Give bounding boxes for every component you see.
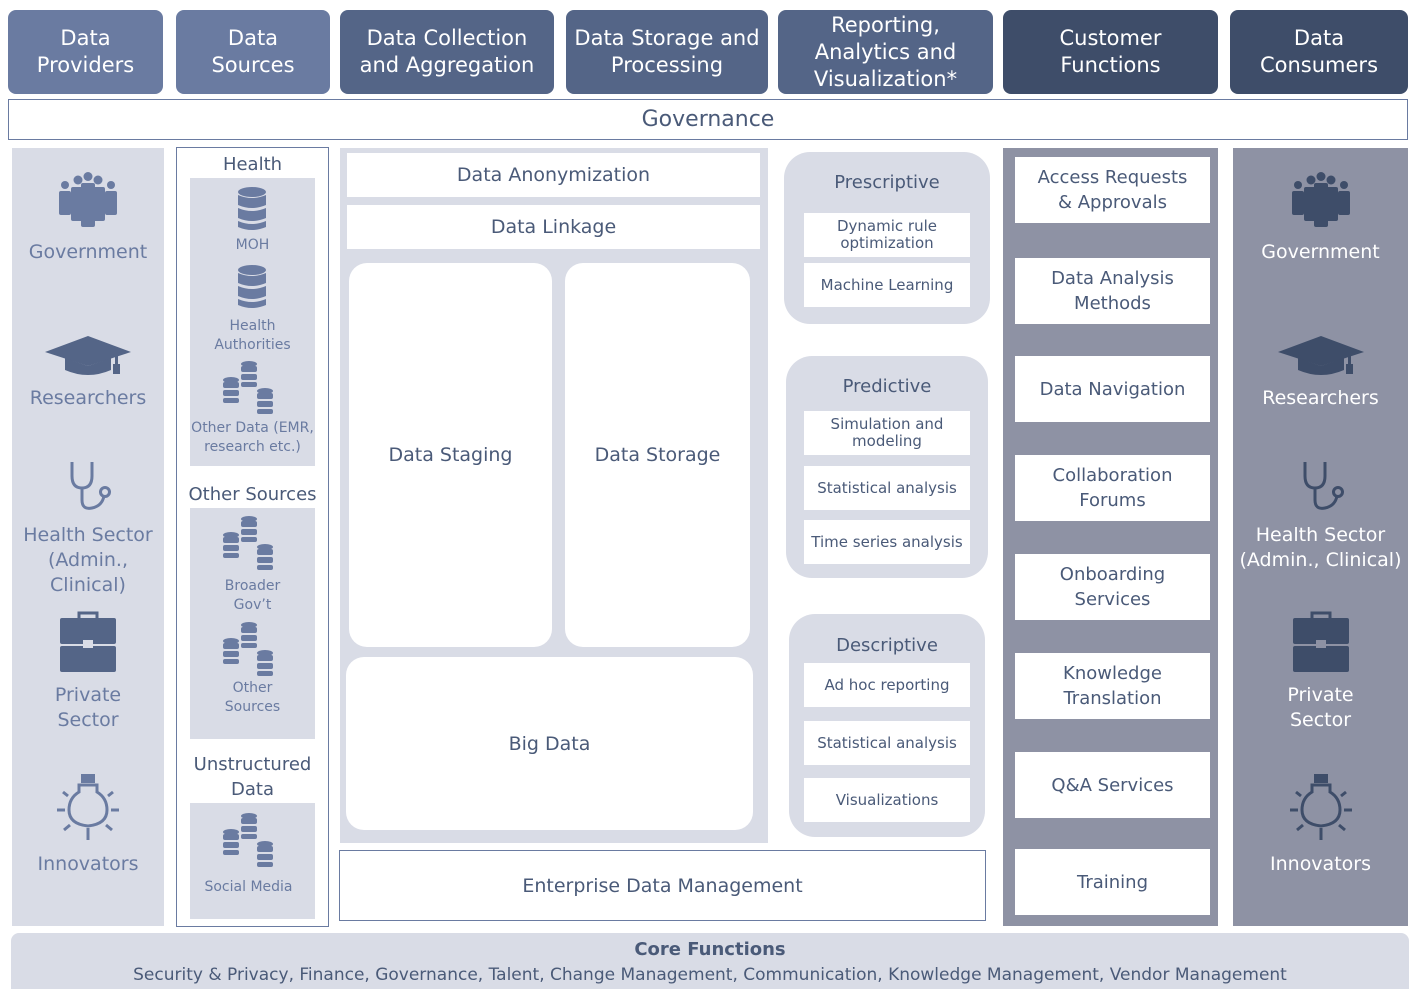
analytics-item: Machine Learning: [804, 263, 970, 307]
graduation-cap-icon: [1233, 336, 1408, 376]
customer-function-box: Training: [1015, 849, 1210, 915]
consumers-column: Government Researchers Health Sector (Ad…: [1233, 148, 1408, 926]
databases-icon: [222, 360, 276, 420]
source-health-authorities: Health Authorities: [214, 318, 291, 353]
analytics-item: Statistical analysis: [804, 466, 970, 510]
source-other-sources: Other Sources: [224, 680, 281, 715]
unstructured-data-title: Unstructured Data: [193, 754, 312, 800]
stethoscope-icon: [1233, 458, 1408, 514]
health-sources-title: Health: [222, 154, 283, 175]
unstructured-sources-panel: Social Media: [190, 803, 315, 919]
consumer-label-health-sector: Health Sector (Admin., Clinical): [1239, 524, 1402, 571]
provider-label-health-sector: Health Sector (Admin., Clinical): [23, 524, 153, 596]
data-staging-box: Data Staging: [349, 263, 552, 647]
lightbulb-icon: [1233, 772, 1408, 842]
databases-icon: [222, 621, 276, 683]
stethoscope-icon: [12, 458, 164, 514]
provider-label-government: Government: [28, 241, 148, 263]
core-functions-bar: Core Functions Security & Privacy, Finan…: [11, 933, 1409, 989]
provider-label-private-sector: Private Sector: [54, 684, 122, 731]
consumer-label-private-sector: Private Sector: [1287, 684, 1354, 731]
analytics-item: Statistical analysis: [804, 721, 970, 765]
providers-column: Government Researchers Health Sector (Ad…: [12, 148, 164, 926]
prescriptive-panel: Prescriptive Dynamic rule optimization M…: [784, 152, 990, 324]
data-linkage-box: Data Linkage: [347, 205, 760, 249]
source-moh: MOH: [235, 237, 270, 253]
collection-storage-panel: Data Anonymization Data Linkage Data Sta…: [340, 148, 768, 843]
core-functions-title: Core Functions: [634, 939, 786, 960]
source-broader-govt: Broader Gov’t: [224, 578, 281, 613]
customer-function-box: Access Requests & Approvals: [1015, 157, 1210, 223]
provider-label-innovators: Innovators: [37, 853, 139, 875]
customer-function-box: Knowledge Translation: [1015, 653, 1210, 719]
briefcase-icon: [12, 610, 164, 672]
enterprise-data-management-box: Enterprise Data Management: [339, 850, 986, 921]
other-sources-panel: Broader Gov’t Other Sources: [190, 508, 315, 739]
other-sources-title: Other Sources: [188, 484, 317, 505]
analytics-item: Time series analysis: [804, 520, 970, 564]
consumer-label-innovators: Innovators: [1270, 853, 1371, 875]
prescriptive-title: Prescriptive: [834, 172, 940, 193]
databases-icon: [222, 812, 276, 874]
lightbulb-icon: [12, 772, 164, 842]
header-data-providers: Data Providers: [8, 10, 163, 94]
analytics-item: Dynamic rule optimization: [804, 213, 970, 257]
customer-function-box: Data Analysis Methods: [1015, 258, 1210, 324]
header-data-storage: Data Storage and Processing: [566, 10, 768, 94]
customer-function-box: Q&A Services: [1015, 752, 1210, 818]
graduation-cap-icon: [12, 336, 164, 376]
customer-function-box: Data Navigation: [1015, 356, 1210, 422]
briefcase-icon: [1233, 610, 1408, 672]
databases-icon: [222, 515, 276, 577]
source-other-data: Other Data (EMR, research etc.): [191, 420, 314, 455]
governance-bar: Governance: [8, 99, 1408, 140]
data-storage-box: Data Storage: [565, 263, 750, 647]
core-functions-list: Security & Privacy, Finance, Governance,…: [133, 965, 1287, 985]
header-data-sources: Data Sources: [176, 10, 330, 94]
source-social-media: Social Media: [204, 879, 293, 895]
data-anonymization-box: Data Anonymization: [347, 153, 760, 197]
database-icon: [237, 264, 267, 314]
header-customer-functions: Customer Functions: [1003, 10, 1218, 94]
database-icon: [237, 186, 267, 236]
descriptive-title: Descriptive: [836, 635, 938, 656]
health-sources-panel: MOH Health Authorities Other Data (EMR, …: [190, 178, 315, 466]
sources-column: Health MOH Health Authorities Other Data…: [176, 147, 329, 927]
group-icon: [1233, 172, 1408, 228]
analytics-item: Ad hoc reporting: [804, 663, 970, 707]
header-data-collection: Data Collection and Aggregation: [340, 10, 554, 94]
customer-function-box: Collaboration Forums: [1015, 455, 1210, 521]
header-reporting: Reporting, Analytics and Visualization*: [778, 10, 993, 94]
analytics-item: Visualizations: [804, 778, 970, 822]
consumer-label-government: Government: [1261, 241, 1380, 263]
group-icon: [12, 172, 164, 228]
header-data-consumers: Data Consumers: [1230, 10, 1408, 94]
predictive-title: Predictive: [842, 376, 932, 397]
customer-functions-column: Access Requests & Approvals Data Analysi…: [1003, 148, 1218, 926]
consumer-label-researchers: Researchers: [1262, 387, 1379, 409]
big-data-box: Big Data: [346, 657, 753, 830]
descriptive-panel: Descriptive Ad hoc reporting Statistical…: [789, 614, 985, 837]
provider-label-researchers: Researchers: [29, 387, 147, 409]
analytics-item: Simulation and modeling: [804, 411, 970, 455]
customer-function-box: Onboarding Services: [1015, 554, 1210, 620]
predictive-panel: Predictive Simulation and modeling Stati…: [786, 356, 988, 578]
